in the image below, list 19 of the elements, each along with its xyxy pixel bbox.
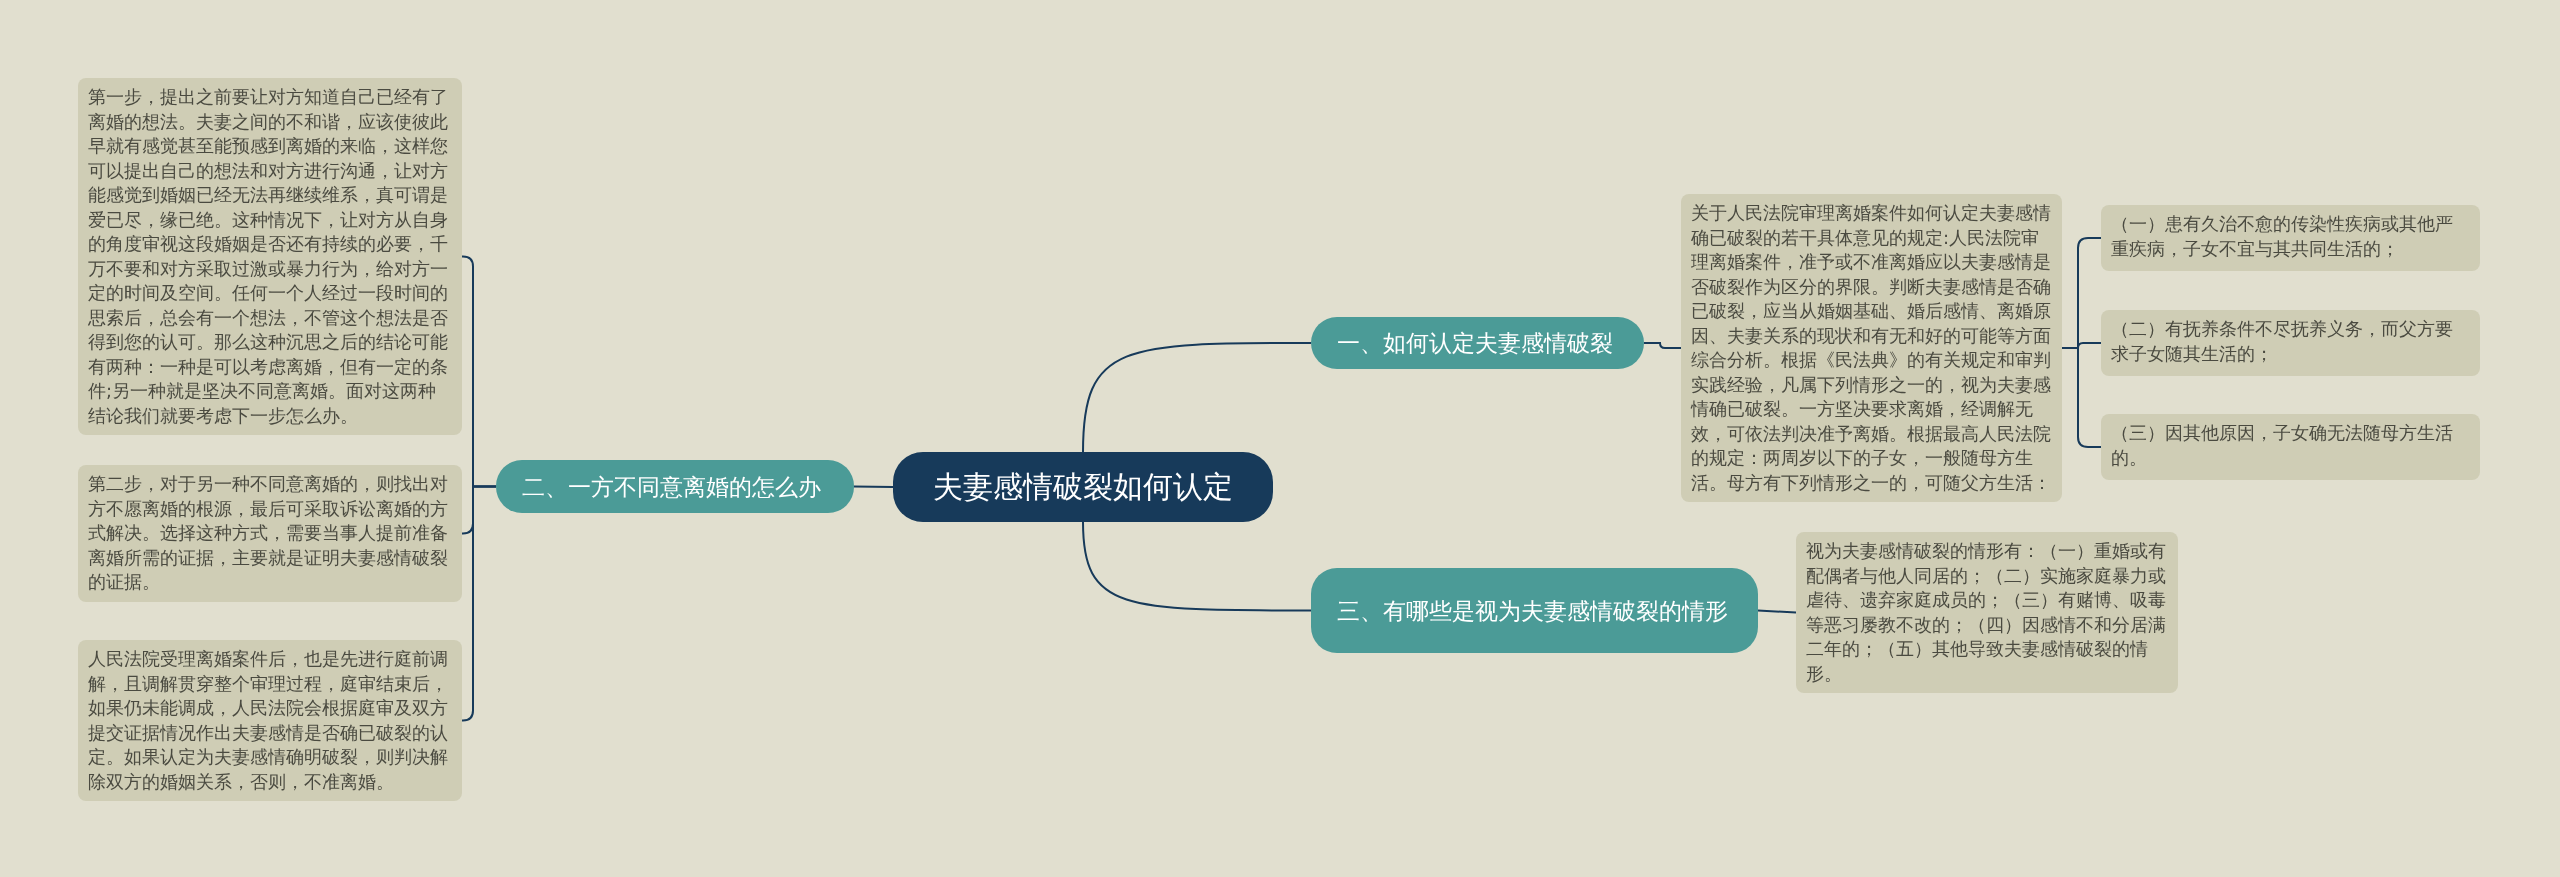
- text-card: （一）患有久治不愈的传染性疾病或其他严重疾病，子女不宜与其共同生活的；: [2101, 205, 2480, 271]
- connector-line: [2061, 347, 2102, 448]
- text-card: 第一步，提出之前要让对方知道自己已经有了离婚的想法。夫妻之间的不和谐，应该使彼此早就有感觉甚至能预感到离婚的来临，这样您可以提出自己的想法和对方进行沟通，让对方能感觉到婚姻已经无法再继续维系，真可谓是爱已尽，缘已绝。这种情况下，让对方从自身的角度审视这段婚姻是否还有持续的必要，千万不要和对方采取过激或暴力行为，给对方一定的时间及空间。任何一个人经过一段时间的思索后，总会有一个想法，不管这个想法是否得到您的认可。那么这种沉思之后的结论可能有两种：一种是可以考虑离婚，但有一定的条件;另一种就是坚决不同意离婚。面对这两种结论我们就要考虑下一步怎么办。: [78, 78, 462, 435]
- text-card: 第二步，对于另一种不同意离婚的，则找出对方不愿离婚的根源，最后可采取诉讼离婚的方式解决。选择这种方式，需要当事人提前准备离婚所需的证据，主要就是证明夫妻感情破裂的证据。: [78, 465, 462, 602]
- connector-line: [1643, 342, 1682, 349]
- connector-line: [1082, 342, 1312, 453]
- text-card: （二）有抚养条件不尽抚养义务，而父方要求子女随其生活的；: [2101, 310, 2480, 376]
- text-card: 人民法院受理离婚案件后，也是先进行庭前调解，且调解贯穿整个审理过程，庭审结束后，如果仍未能调成，人民法院会根据庭审及双方提交证据情况作出夫妻感情是否确已破裂的认定。如果认定为夫妻感情确明破裂，则判决解除双方的婚姻关系，否则，不准离婚。: [78, 640, 462, 801]
- branch-topic: 二、一方不同意离婚的怎么办: [496, 460, 854, 513]
- connector-line: [461, 485, 497, 722]
- connector-line: [1757, 609, 1797, 614]
- branch-topic: 一、如何认定夫妻感情破裂: [1311, 317, 1644, 369]
- connector-line: [853, 485, 894, 488]
- text-card: 关于人民法院审理离婚案件如何认定夫妻感情确已破裂的若干具体意见的规定:人民法院审理离婚案件，准予或不准离婚应以夫妻感情是否破裂作为区分的界限。判断夫妻感情是否确已破裂，应当从婚姻基础、婚后感情、离婚原因、夫妻关系的现状和有无和好的可能等方面综合分析。根据《民法典》的有关规定和审判实践经验，凡属下列情形之一的，视为夫妻感情确已破裂。一方坚决要求离婚，经调解无效，可依法判决准予离婚。根据最高人民法院的规定：两周岁以下的子女，一般随母方生活。母方有下列情形之一的，可随父方生活：: [1681, 194, 2062, 502]
- branch-topic: 三、有哪些是视为夫妻感情破裂的情形: [1311, 568, 1758, 653]
- connector-line: [1082, 521, 1312, 612]
- text-card: 视为夫妻感情破裂的情形有：（一）重婚或有配偶者与他人同居的；（二）实施家庭暴力或虐待、遗弃家庭成员的；（三）有赌博、吸毒等恶习屡教不改的；（四）因感情不和分居满二年的；（五）其他导致夫妻感情破裂的情形。: [1796, 532, 2178, 693]
- central-topic: 夫妻感情破裂如何认定: [893, 452, 1273, 522]
- text-card: （三）因其他原因，子女确无法随母方生活的。: [2101, 414, 2480, 480]
